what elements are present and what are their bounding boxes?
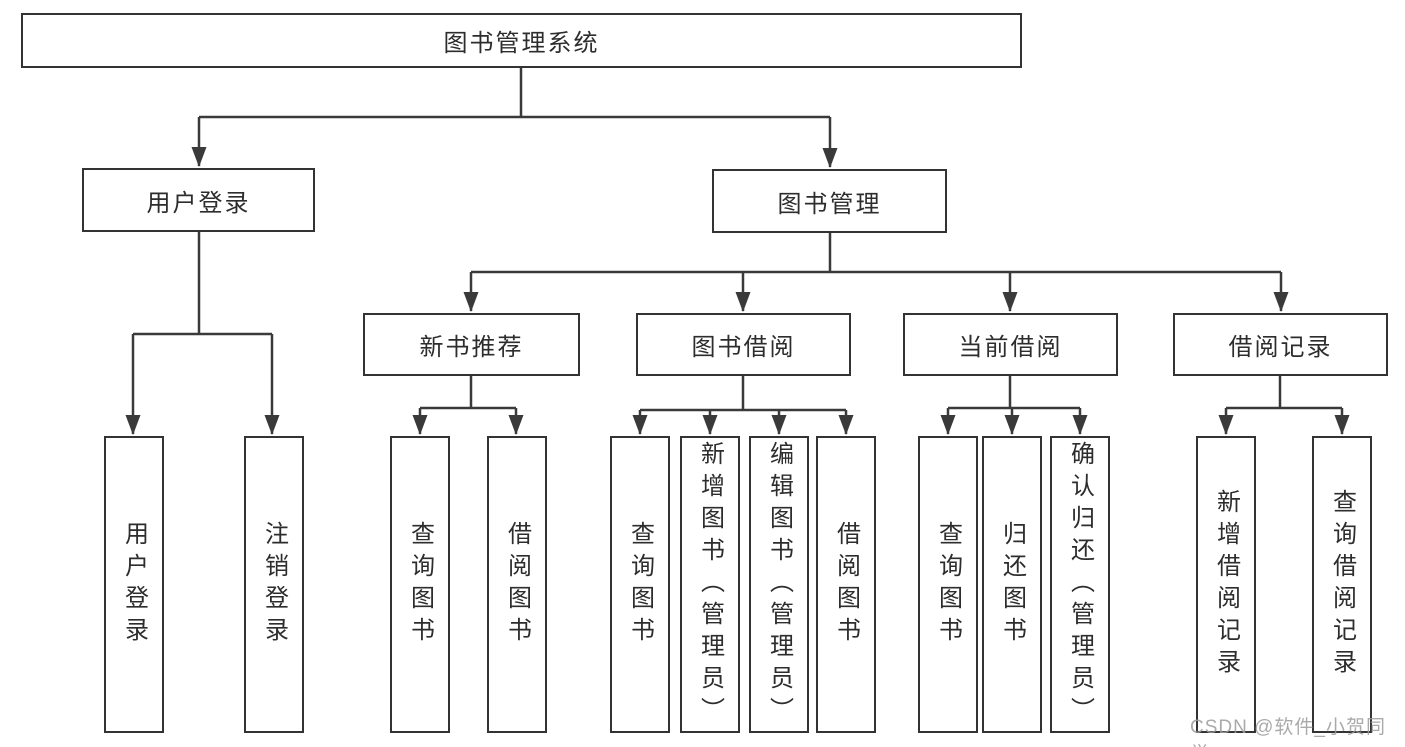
node-current-borrowing: 当前借阅 [903,313,1118,376]
node-user-login: 用户登录 [82,168,315,232]
leaf-borrow-books: 借阅图书 [816,436,876,733]
leaf-query-borrow-record: 查询借阅记录 [1312,436,1372,733]
leaf-add-books-admin: 新增图书（管理员） [680,436,740,733]
watermark: CSDN @软件_小贺同学 [1190,717,1386,747]
node-library-management-system: 图书管理系统 [21,13,1022,68]
leaf-borrow-books-recommend: 借阅图书 [487,436,547,733]
leaf-logout-login: 注销登录 [244,436,304,733]
leaf-query-books-current: 查询图书 [918,436,978,733]
node-book-management: 图书管理 [712,169,947,233]
node-borrowing-records: 借阅记录 [1173,313,1388,376]
leaf-edit-books-admin: 编辑图书（管理员） [749,436,809,733]
leaf-return-books: 归还图书 [982,436,1042,733]
leaf-user-login: 用户登录 [104,436,164,733]
leaf-query-books-recommend: 查询图书 [390,436,450,733]
leaf-confirm-return-admin: 确认归还（管理员） [1050,436,1110,733]
leaf-add-borrow-record: 新增借阅记录 [1196,436,1256,733]
leaf-query-books-borrowing: 查询图书 [610,436,670,733]
node-book-borrowing: 图书借阅 [636,313,851,376]
node-new-book-recommendation: 新书推荐 [363,313,580,376]
